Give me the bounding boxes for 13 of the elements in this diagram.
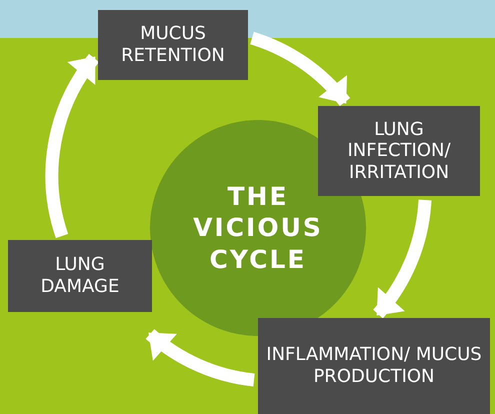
curved-arrow xyxy=(250,32,350,106)
curved-arrow xyxy=(46,54,100,238)
stage-label: MUCUS RETENTION xyxy=(120,23,226,67)
stage-box xyxy=(318,106,480,196)
curved-arrow xyxy=(146,328,256,386)
curved-arrow xyxy=(372,199,432,318)
stage-label: LUNG DAMAGE xyxy=(40,254,120,298)
stage-box xyxy=(8,240,152,312)
stage-label: INFLAMMATION/ MUCUS PRODUCTION xyxy=(265,344,483,388)
stage-box xyxy=(258,318,490,414)
cycle-title: THE VICIOUS CYCLE xyxy=(193,181,323,275)
stage-label: LUNG INFECTION/ IRRITATION xyxy=(346,118,452,184)
stage-box xyxy=(98,10,248,80)
